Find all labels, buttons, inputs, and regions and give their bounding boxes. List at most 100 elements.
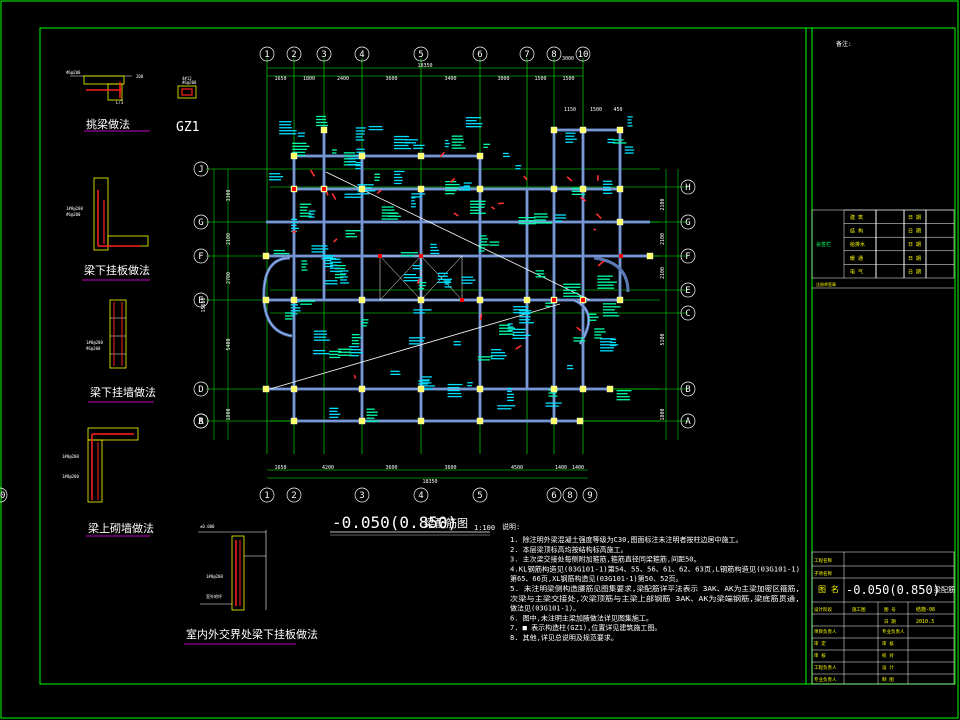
plan-title-suffix: 梁配筋图 — [424, 516, 468, 530]
svg-text:#6@200: #6@200 — [182, 80, 197, 85]
detail-wall-on-beam-label: 梁上砌墙做法 — [88, 521, 154, 535]
axis-left-B-label: B — [198, 417, 203, 427]
axis-top-4 — [354, 46, 370, 62]
detail-beam-hanging-wall[interactable]: 1#8@200 #6@200 梁下挂墙做法 — [86, 299, 156, 403]
sign-role-0: 建 筑 — [850, 214, 863, 221]
drawing-no: 结施-08 — [916, 606, 935, 613]
detail-gz1[interactable]: 4#12 #6@200 GZ1 — [176, 76, 199, 135]
sign-role-2: 给排水 — [850, 241, 865, 248]
axis-right-E-label: E — [685, 286, 690, 296]
axis-bottom-4-label: 4 — [418, 491, 423, 501]
svg-text:#6@200: #6@200 — [66, 212, 81, 217]
staff-left-2: 审 核 — [814, 652, 826, 659]
date-label: 日 期 — [884, 619, 896, 625]
axis-right-F — [680, 248, 696, 264]
axis-left-J — [193, 161, 209, 177]
axis-right-F-label: F — [685, 252, 690, 262]
axis-top-10-label: 10 — [578, 50, 589, 60]
svg-text:室外地坪: 室外地坪 — [206, 593, 222, 599]
beam-lines — [262, 128, 650, 423]
dim-top-right: 3000 — [562, 56, 574, 62]
axis-top-3 — [316, 46, 332, 62]
axis-left-D-label: D — [198, 385, 203, 395]
sign-date-1: 日 期 — [908, 229, 921, 235]
note-line-6: 次梁与主梁交接处,次梁顶筋与主梁上部钢筋 3AK、AK为梁端钢筋,梁底筋贯通, — [510, 594, 800, 603]
title-block: 备注: 会签栏 建 筑日 期结 构日 期给排水日 期暖 通日 期电 气日 期 注… — [805, 28, 955, 685]
axis-top-7-label: 7 — [524, 50, 529, 60]
note-line-5: 5. 未注明梁侧构造腰筋见图集要求,梁配筋详平法表示 3AK、AK为主梁加密区箍… — [510, 584, 800, 593]
note-line-9: 7. ■ 表示构造柱(GZ1),位置详见建筑施工图。 — [510, 623, 661, 632]
axis-top-5-label: 5 — [418, 50, 423, 60]
axis-bottom-6 — [546, 487, 562, 503]
plan-title-block: -0.050(0.850) 梁配筋图 1:100 — [330, 513, 495, 536]
note-line-0: 1. 除注明外梁混凝土强度等级为C30,图面标注未注明者按柱边居中施工。 — [510, 535, 743, 544]
svg-text:L/3: L/3 — [116, 100, 124, 105]
dim-left-0: 3300 — [226, 189, 232, 201]
plan-scale: 1:100 — [474, 524, 495, 532]
dim-right-3: 5100 — [660, 333, 666, 345]
dim-top-6: 1500 — [534, 76, 546, 82]
axis-bottom-3-label: 3 — [359, 491, 364, 501]
axis-right-B — [680, 381, 696, 397]
svg-text:#6@200: #6@200 — [86, 346, 101, 351]
svg-text:4#12: 4#12 — [182, 76, 192, 81]
dim-left-4: 1800 — [226, 408, 232, 420]
note-line-1: 2. 本层梁顶标高均按结构标高施工。 — [510, 545, 628, 554]
sign-date-2: 日 期 — [908, 242, 921, 248]
staff-left-1: 审 定 — [814, 640, 826, 647]
svg-text:1#8@200: 1#8@200 — [206, 574, 223, 579]
axis-left-A — [193, 413, 209, 429]
dim-top-2: 2400 — [337, 76, 349, 82]
axis-left-J-label: J — [198, 165, 203, 175]
axis-right-A — [680, 413, 696, 429]
staff-right-1: 审 核 — [882, 640, 894, 647]
axis-right-B-label: B — [685, 385, 690, 395]
column-markers — [262, 126, 654, 425]
axis-bottom-2-label: 2 — [291, 491, 296, 501]
plan-title: -0.050(0.850) — [332, 513, 457, 532]
dim-top-7: 1500 — [562, 76, 574, 82]
project-name-label: 工程名称 — [814, 557, 832, 564]
dim-top-1: 1800 — [303, 76, 315, 82]
axis-left-G — [193, 214, 209, 230]
svg-text:200: 200 — [136, 74, 144, 79]
sign-role-4: 电 气 — [850, 268, 863, 275]
detail-beam-hanging-wall-label: 梁下挂墙做法 — [90, 385, 156, 399]
dim-left-3: 5400 — [226, 338, 232, 350]
axis-top-6 — [472, 46, 488, 62]
svg-text:#6@200: #6@200 — [66, 70, 81, 75]
axis-top-1-label: 1 — [264, 50, 269, 60]
notes-title: 说明: — [502, 522, 520, 531]
staff-right-0: 专业负责人 — [882, 628, 905, 635]
beam-reinforcement-plan[interactable]: 12345678101234568910JGFEDBAHGFECBA 16501… — [0, 46, 696, 503]
axis-right-C-label: C — [685, 309, 690, 319]
axis-right-E — [680, 282, 696, 298]
dim-top-right2-2: 450 — [613, 107, 622, 113]
axis-left-E-label: E — [198, 296, 203, 306]
staff-right-4: 制 图 — [882, 676, 894, 683]
axis-left-A-label: A — [198, 417, 204, 427]
axis-bottom-4 — [413, 487, 429, 503]
cert-label: 注册师签章 — [816, 281, 836, 287]
axis-right-C — [680, 305, 696, 321]
axis-right-A-label: A — [685, 417, 691, 427]
dim-right-4: 1800 — [660, 408, 666, 420]
axis-top-8-label: 8 — [551, 50, 556, 60]
dim-bottom-0: 1650 — [274, 465, 286, 471]
detail-beam-hanging-panel[interactable]: 1#8@200 #6@200 梁下挂板做法 — [66, 177, 150, 281]
dim-left-total: 15600 — [201, 297, 207, 312]
axis-bottom-10 — [0, 487, 8, 503]
staff-right-2: 校 对 — [882, 652, 894, 659]
note-line-4: 第65、66页,XL钢筋构造见(03G101-1)第50、52页。 — [510, 574, 683, 583]
design-phase-label: 设计阶段 — [814, 606, 832, 613]
dim-top-5: 3000 — [497, 76, 509, 82]
axis-right-G — [680, 214, 696, 230]
remarks-label: 备注: — [836, 40, 852, 48]
axis-bottom-1 — [259, 487, 275, 503]
detail-wall-on-beam[interactable]: 1#8@200 1#8@200 梁上砌墙做法 — [62, 427, 154, 537]
detail-interior-exterior-panel[interactable]: ±0.000 1#8@200 室外地坪 室内外交界处梁下挂板做法 — [184, 524, 318, 645]
detail-cantilever[interactable]: #6@200 200 L/3 挑梁做法 — [66, 70, 150, 132]
drawing-name: -0.050(0.850) — [846, 583, 940, 597]
